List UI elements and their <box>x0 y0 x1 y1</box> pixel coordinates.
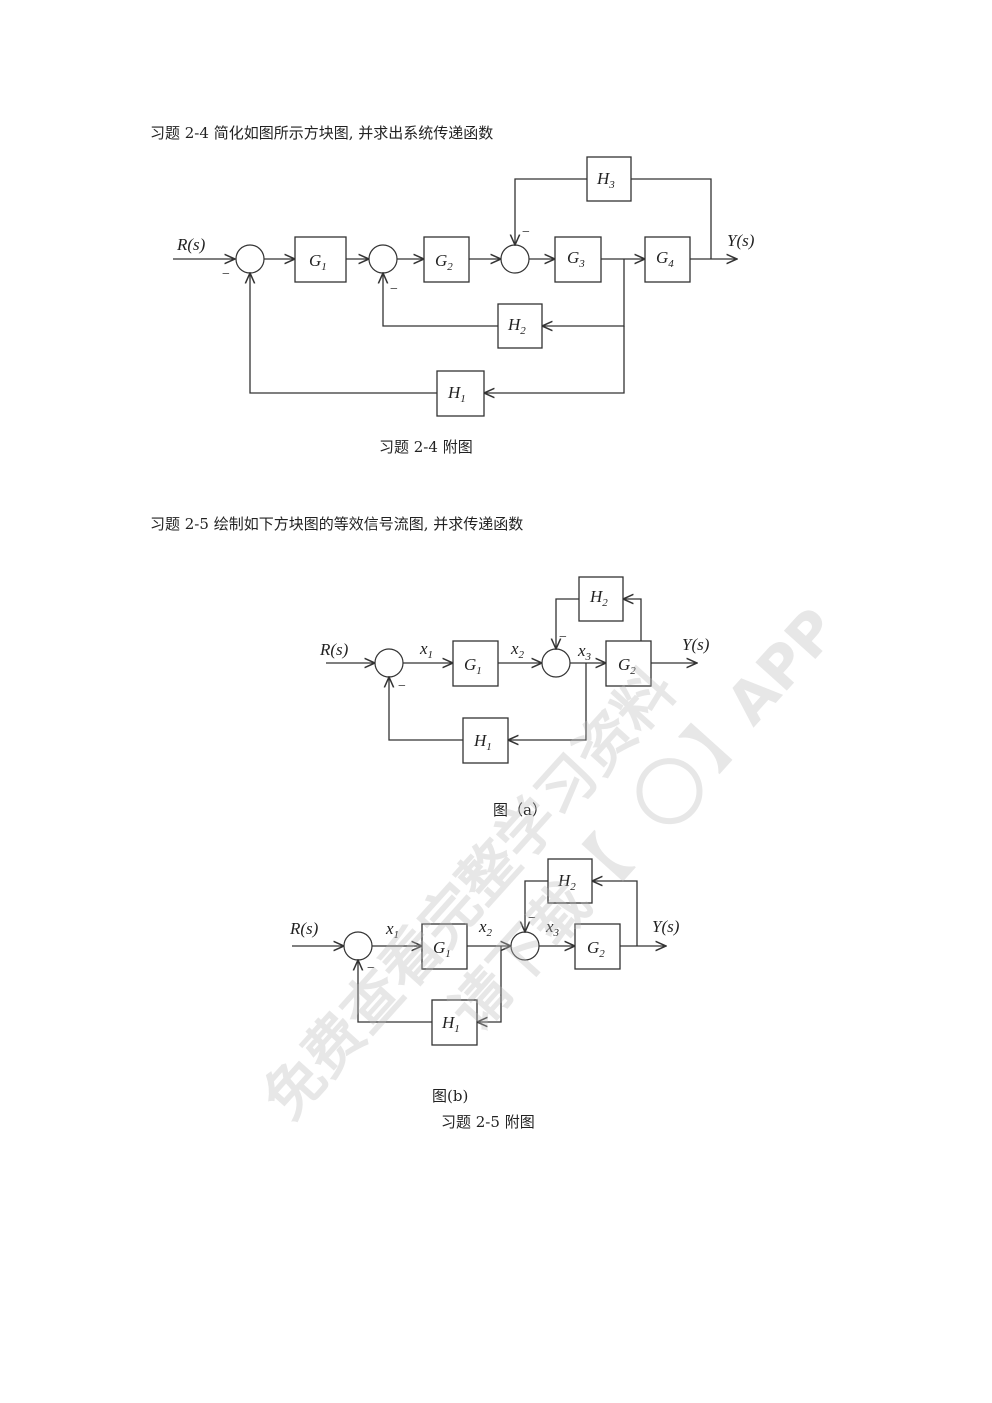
figure-b-caption: 图(b) <box>432 1087 469 1105</box>
block-g1 <box>452 640 499 687</box>
x2-label: x2 <box>478 917 493 939</box>
block-g2 <box>605 640 652 687</box>
signal-line <box>358 960 432 1023</box>
block-h2 <box>578 576 624 622</box>
signal-line <box>389 677 463 741</box>
output-label: Y(s) <box>652 917 680 936</box>
output-label: Y(s) <box>727 231 755 250</box>
problem-2-4-caption: 习题 2-4 附图 <box>379 438 473 456</box>
minus-sign: − <box>398 679 406 694</box>
minus-sign: − <box>559 630 567 645</box>
signal-line <box>623 599 642 641</box>
signal-line <box>508 663 587 740</box>
signal-line <box>592 881 638 946</box>
minus-sign: − <box>522 225 530 240</box>
block-h2 <box>547 858 593 904</box>
minus-sign: − <box>528 911 536 926</box>
minus-sign: − <box>222 267 230 282</box>
block-g4 <box>644 236 691 283</box>
signal-line <box>525 880 548 932</box>
summing-junction-1 <box>343 931 373 961</box>
input-label: R(s) <box>289 919 319 938</box>
x1-label: x1 <box>385 919 399 941</box>
signal-line <box>477 946 502 1022</box>
block-h1 <box>431 999 478 1046</box>
problem-2-5-caption: 习题 2-5 附图 <box>441 1113 535 1131</box>
input-label: R(s) <box>319 640 349 659</box>
output-label: Y(s) <box>682 635 710 654</box>
input-label: R(s) <box>176 235 206 254</box>
signal-line <box>515 178 587 245</box>
signal-line <box>484 326 625 393</box>
x3-label: x3 <box>545 917 560 939</box>
signal-line <box>631 178 712 259</box>
block-h3 <box>586 156 632 202</box>
signal-line <box>556 598 579 649</box>
signal-line <box>250 273 437 394</box>
figure-a-caption: 图（a） <box>493 801 547 819</box>
block-g2 <box>574 923 621 970</box>
problem-2-4-statement: 习题 2-4 简化如图所示方块图, 并求出系统传递函数 <box>150 124 494 142</box>
minus-sign: − <box>390 282 398 297</box>
summing-junction-2 <box>510 931 540 961</box>
block-g3 <box>554 236 602 283</box>
signal-line <box>383 273 498 327</box>
block-g2 <box>423 236 470 283</box>
minus-sign: − <box>367 961 375 976</box>
problem-2-5-statement: 习题 2-5 绘制如下方块图的等效信号流图, 并求传递函数 <box>150 515 524 533</box>
block-h2 <box>497 303 543 349</box>
block-h1 <box>436 370 485 417</box>
block-g1 <box>294 236 347 283</box>
